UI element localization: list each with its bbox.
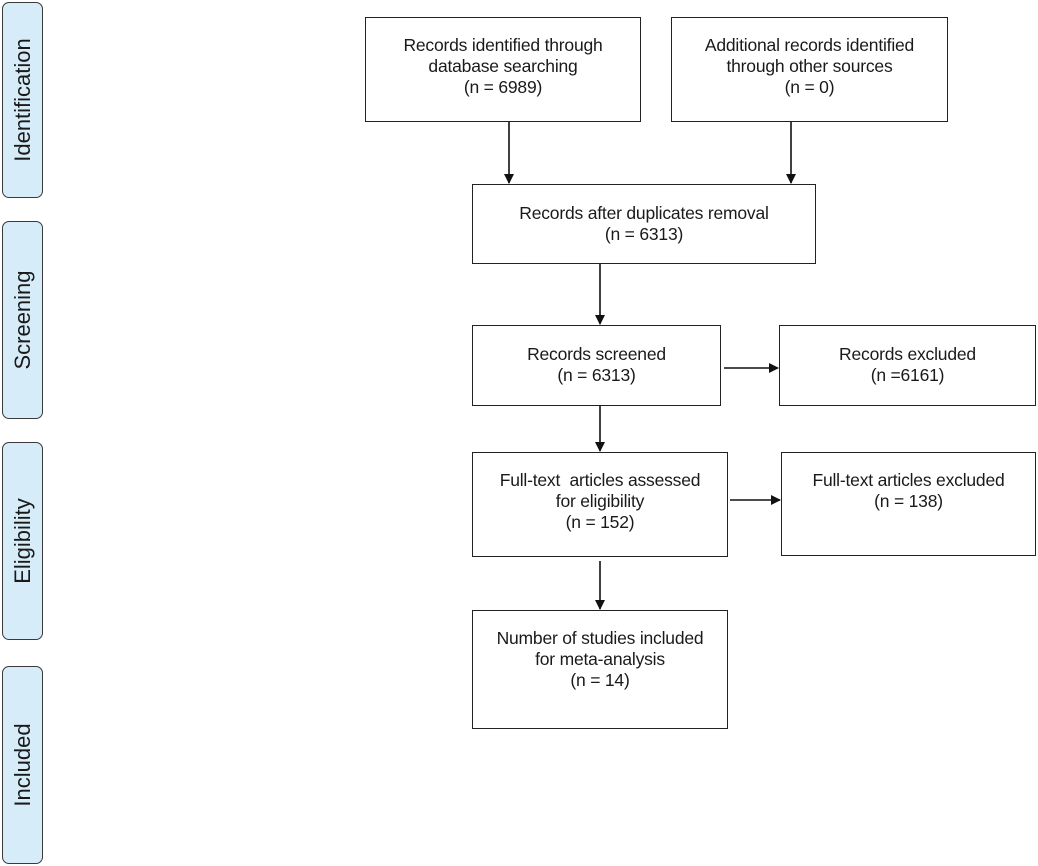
records-excluded-count: (n =6161)	[870, 365, 945, 385]
after-duplicates-count: (n = 6313)	[604, 224, 684, 244]
phase-identification: Identification	[2, 2, 43, 198]
fulltext-assessed-line1: Full-text articles assessed	[499, 470, 701, 490]
fulltext-excluded-line1: Full-text articles excluded	[812, 470, 1005, 490]
database-records-line1: Records identified through	[403, 35, 603, 55]
other-sources-line1: Additional records identified	[704, 35, 915, 55]
fulltext-assessed-line2: for eligibility	[555, 491, 645, 511]
fulltext-excluded-count: (n = 138)	[874, 491, 943, 511]
fulltext-assessed-count: (n = 152)	[565, 512, 635, 532]
other-sources-count: (n = 0)	[784, 77, 835, 97]
records-excluded-line1: Records excluded	[839, 344, 976, 364]
after-duplicates-box: Records after duplicates removal (n = 63…	[472, 184, 816, 264]
records-excluded-box: Records excluded (n =6161)	[779, 325, 1036, 406]
other-sources-line2: through other sources	[726, 56, 893, 76]
database-records-box: Records identified through database sear…	[365, 17, 641, 122]
records-screened-box: Records screened (n = 6313)	[472, 325, 721, 406]
database-records-line2: database searching	[428, 56, 578, 76]
studies-included-line2: for meta-analysis	[535, 649, 665, 669]
fulltext-assessed-box: Full-text articles assessed for eligibil…	[472, 452, 728, 557]
studies-included-line1: Number of studies included	[496, 628, 704, 648]
phase-eligibility: Eligibility	[2, 442, 43, 640]
phase-included: Included	[2, 666, 43, 864]
other-sources-box: Additional records identified through ot…	[671, 17, 948, 122]
phase-screening: Screening	[2, 221, 43, 419]
fulltext-excluded-box: Full-text articles excluded (n = 138)	[781, 452, 1036, 556]
studies-included-count: (n = 14)	[570, 670, 630, 690]
database-records-count: (n = 6989)	[463, 77, 543, 97]
after-duplicates-line1: Records after duplicates removal	[519, 203, 769, 223]
records-screened-line1: Records screened	[527, 344, 666, 364]
records-screened-count: (n = 6313)	[557, 365, 636, 385]
studies-included-box: Number of studies included for meta-anal…	[472, 610, 728, 729]
